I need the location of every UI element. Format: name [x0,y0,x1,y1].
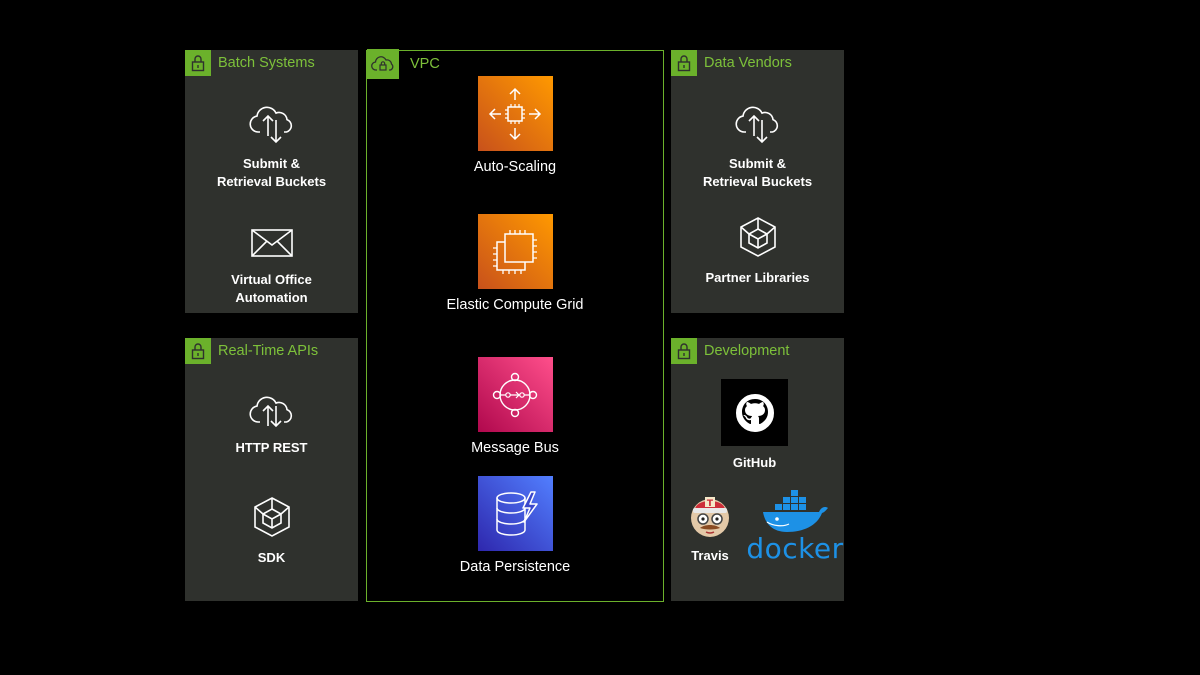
item-label: GitHub [732,455,777,470]
service-label: Message Bus [471,440,559,456]
cloud-lock-icon [367,49,399,79]
item-label: Virtual Office Automation [231,271,312,307]
cloud-transfer-icon [734,102,782,151]
service-label: Elastic Compute Grid [446,297,584,313]
panel-header: Data Vendors [671,50,792,76]
cloud-transfer-icon [248,102,296,151]
service-label: Data Persistence [459,559,571,575]
panel-header: Real-Time APIs [185,338,318,364]
panel-development: Development GitHub T Travis docker [671,338,844,601]
label-line-1: Virtual Office [231,272,312,287]
item-label: SDK [257,550,286,565]
service-message-bus: Message Bus [367,357,663,456]
svg-text:T: T [707,499,714,509]
service-auto-scaling: Auto-Scaling [367,76,663,175]
item-label: HTTP REST [235,440,308,455]
service-data-persistence: Data Persistence [367,476,663,575]
item-submit-retrieval-buckets: Submit & Retrieval Buckets [185,102,358,191]
item-submit-retrieval-buckets: Submit & Retrieval Buckets [671,102,844,191]
panel-title: Batch Systems [218,55,315,71]
package-cube-icon [738,216,778,263]
item-http-rest: HTTP REST [185,392,358,457]
item-sdk: SDK [185,496,358,567]
panel-real-time-apis: Real-Time APIs HTTP REST SDK [185,338,358,601]
vpc-container: VPC Auto-Scaling Elastic Compute Grid Me… [366,49,664,602]
panel-data-vendors: Data Vendors Submit & Retrieval Buckets … [671,50,844,313]
item-virtual-office-automation: Virtual Office Automation [185,228,358,307]
lock-icon [185,338,211,364]
travis-mascot-icon: T [687,488,733,545]
panel-title: Data Vendors [704,55,792,71]
github-icon [721,379,788,446]
item-label: Travis [691,548,729,563]
panel-batch-systems: Batch Systems Submit & Retrieval Buckets… [185,50,358,313]
panel-header: Development [671,338,789,364]
label-line-1: Submit & [242,156,301,171]
envelope-icon [250,228,294,263]
item-label: Submit & Retrieval Buckets [703,155,812,191]
docker-wordmark: docker [746,532,844,565]
label-line-1: Submit & [728,156,787,171]
auto-scaling-icon [477,76,553,151]
package-cube-icon [252,496,292,543]
label-line-2: Automation [235,290,308,305]
vpc-header: VPC [367,49,440,79]
lock-icon [671,338,697,364]
item-label: Partner Libraries [705,270,810,285]
panel-title: Development [704,343,790,359]
ec2-chip-icon [477,214,553,289]
docker-whale-icon [759,486,831,539]
service-label: Auto-Scaling [473,159,557,175]
lock-icon [185,50,211,76]
item-label: Submit & Retrieval Buckets [217,155,326,191]
service-elastic-compute-grid: Elastic Compute Grid [367,214,663,313]
panel-title: Real-Time APIs [218,343,319,359]
item-github: GitHub [721,379,788,472]
item-partner-libraries: Partner Libraries [671,216,844,287]
item-docker: docker [746,486,844,565]
lock-icon [671,50,697,76]
dynamodb-icon [477,476,553,551]
vpc-title: VPC [410,56,440,72]
message-bus-icon [477,357,553,432]
label-line-2: Retrieval Buckets [702,174,813,189]
label-line-2: Retrieval Buckets [216,174,327,189]
panel-header: Batch Systems [185,50,315,76]
cloud-transfer-icon [248,392,296,435]
item-travis: T Travis [685,488,735,565]
